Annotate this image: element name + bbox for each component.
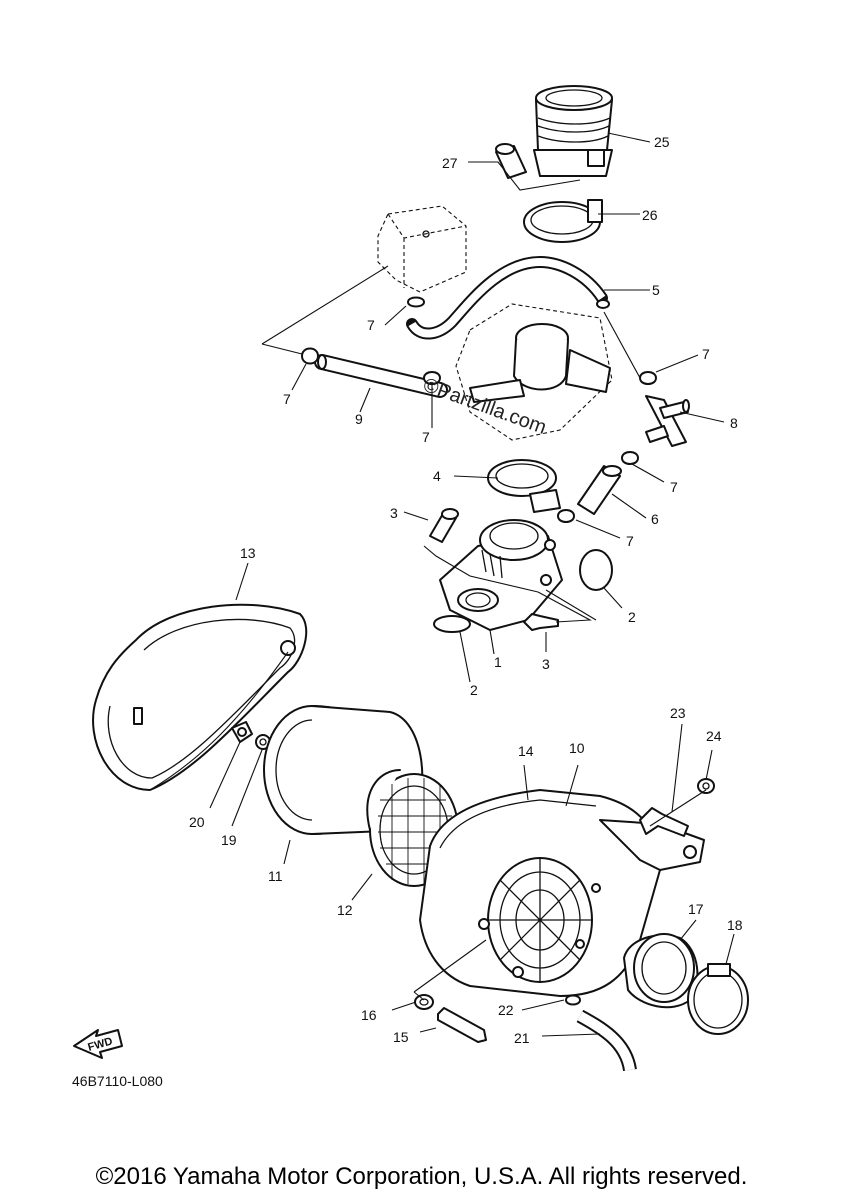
callout-25: 25	[654, 134, 670, 150]
callout-7: 7	[702, 346, 710, 362]
part-13-cover	[92, 603, 308, 791]
part-26-clamp	[523, 199, 603, 243]
callout-15: 15	[393, 1029, 409, 1045]
part-25-joint	[533, 85, 613, 177]
dashed-housing	[455, 303, 613, 441]
callout-4: 4	[433, 468, 441, 484]
callout-1: 1	[494, 654, 502, 670]
callout-13: 13	[240, 545, 256, 561]
part-4-clamp	[487, 459, 561, 513]
part-22-21-hose	[565, 994, 637, 1072]
part-2-orings	[433, 549, 613, 633]
callout-20: 20	[189, 814, 205, 830]
callout-3: 3	[390, 505, 398, 521]
diagram-code: 46B7110-L080	[72, 1073, 163, 1089]
callout-23: 23	[670, 705, 686, 721]
part-16-15-fasteners	[414, 994, 487, 1043]
part-3-bolts	[429, 508, 559, 631]
callout-7: 7	[670, 479, 678, 495]
copyright-notice: ©2016 Yamaha Motor Corporation, U.S.A. A…	[95, 1163, 748, 1190]
callout-10: 10	[569, 740, 585, 756]
callout-7: 7	[367, 317, 375, 333]
callout-labels: 1 2 2 3 3 4 5 6 7 7 7 7 7 7 8 9 10 11 12…	[189, 134, 743, 1046]
callout-6: 6	[651, 511, 659, 527]
part-8-t-joint	[645, 395, 690, 447]
callout-18: 18	[727, 917, 743, 933]
callout-2: 2	[628, 609, 636, 625]
callout-24: 24	[706, 728, 722, 744]
callout-7: 7	[283, 391, 291, 407]
bracket-box	[377, 205, 467, 293]
callout-9: 9	[355, 411, 363, 427]
part-20-19-fasteners	[231, 721, 271, 750]
callout-26: 26	[642, 207, 658, 223]
callout-8: 8	[730, 415, 738, 431]
callout-12: 12	[337, 902, 353, 918]
callout-27: 27	[442, 155, 458, 171]
callout-19: 19	[221, 832, 237, 848]
leader-lines	[149, 132, 735, 1037]
callout-22: 22	[498, 1002, 514, 1018]
fwd-arrow-icon: FWD	[73, 1029, 123, 1059]
clips-7	[301, 296, 657, 523]
callout-11: 11	[268, 868, 283, 884]
part-5-hose	[406, 256, 610, 340]
part-6-pipe	[577, 465, 622, 515]
callout-14: 14	[518, 743, 534, 759]
callout-3: 3	[542, 656, 550, 672]
callout-16: 16	[361, 1007, 377, 1023]
part-9-hose	[314, 354, 448, 398]
part-1-joint	[439, 519, 563, 631]
callout-7: 7	[422, 429, 430, 445]
callout-21: 21	[514, 1030, 530, 1046]
part-17-joint	[623, 933, 699, 1009]
callout-17: 17	[688, 901, 704, 917]
part-23-24-fasteners	[639, 778, 715, 837]
part-18-clamp	[687, 963, 749, 1035]
callout-7: 7	[626, 533, 634, 549]
callout-5: 5	[652, 282, 660, 298]
part-27-pipe	[495, 143, 527, 179]
callout-2: 2	[470, 682, 478, 698]
